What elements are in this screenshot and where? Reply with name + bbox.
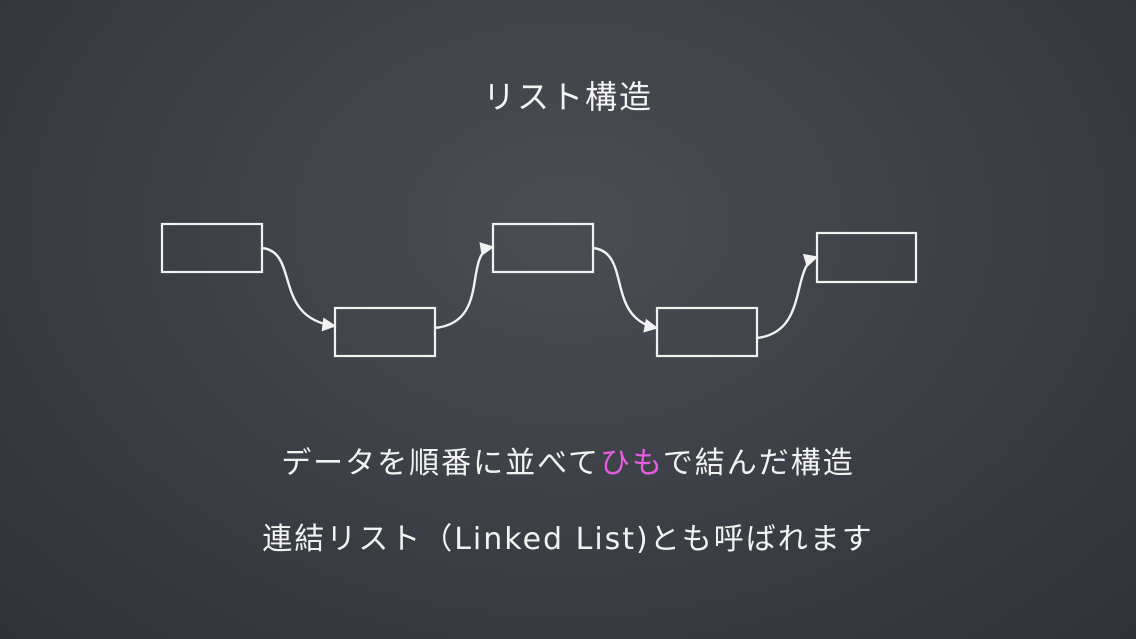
- slide-title: リスト構造: [482, 78, 653, 116]
- list-node-4: [655, 306, 759, 358]
- list-node-2: [333, 306, 437, 358]
- link-arrow-1: [260, 246, 337, 332]
- description-text-after: で結んだ構造: [662, 446, 855, 481]
- link-arrow-4: [755, 253, 819, 340]
- alias-line: 連結リスト（Linked List)とも呼ばれます: [262, 522, 874, 557]
- list-node-1: [160, 222, 264, 274]
- list-node-3: [491, 222, 595, 274]
- description-highlight-himo: ひも: [600, 446, 663, 481]
- description-text-before: データを順番に並べて: [281, 446, 600, 481]
- description-line: データを順番に並べてひもで結んだ構造: [0, 438, 1136, 482]
- list-node-5: [815, 231, 918, 284]
- link-arrow-2: [433, 242, 495, 330]
- link-arrow-3: [591, 246, 659, 333]
